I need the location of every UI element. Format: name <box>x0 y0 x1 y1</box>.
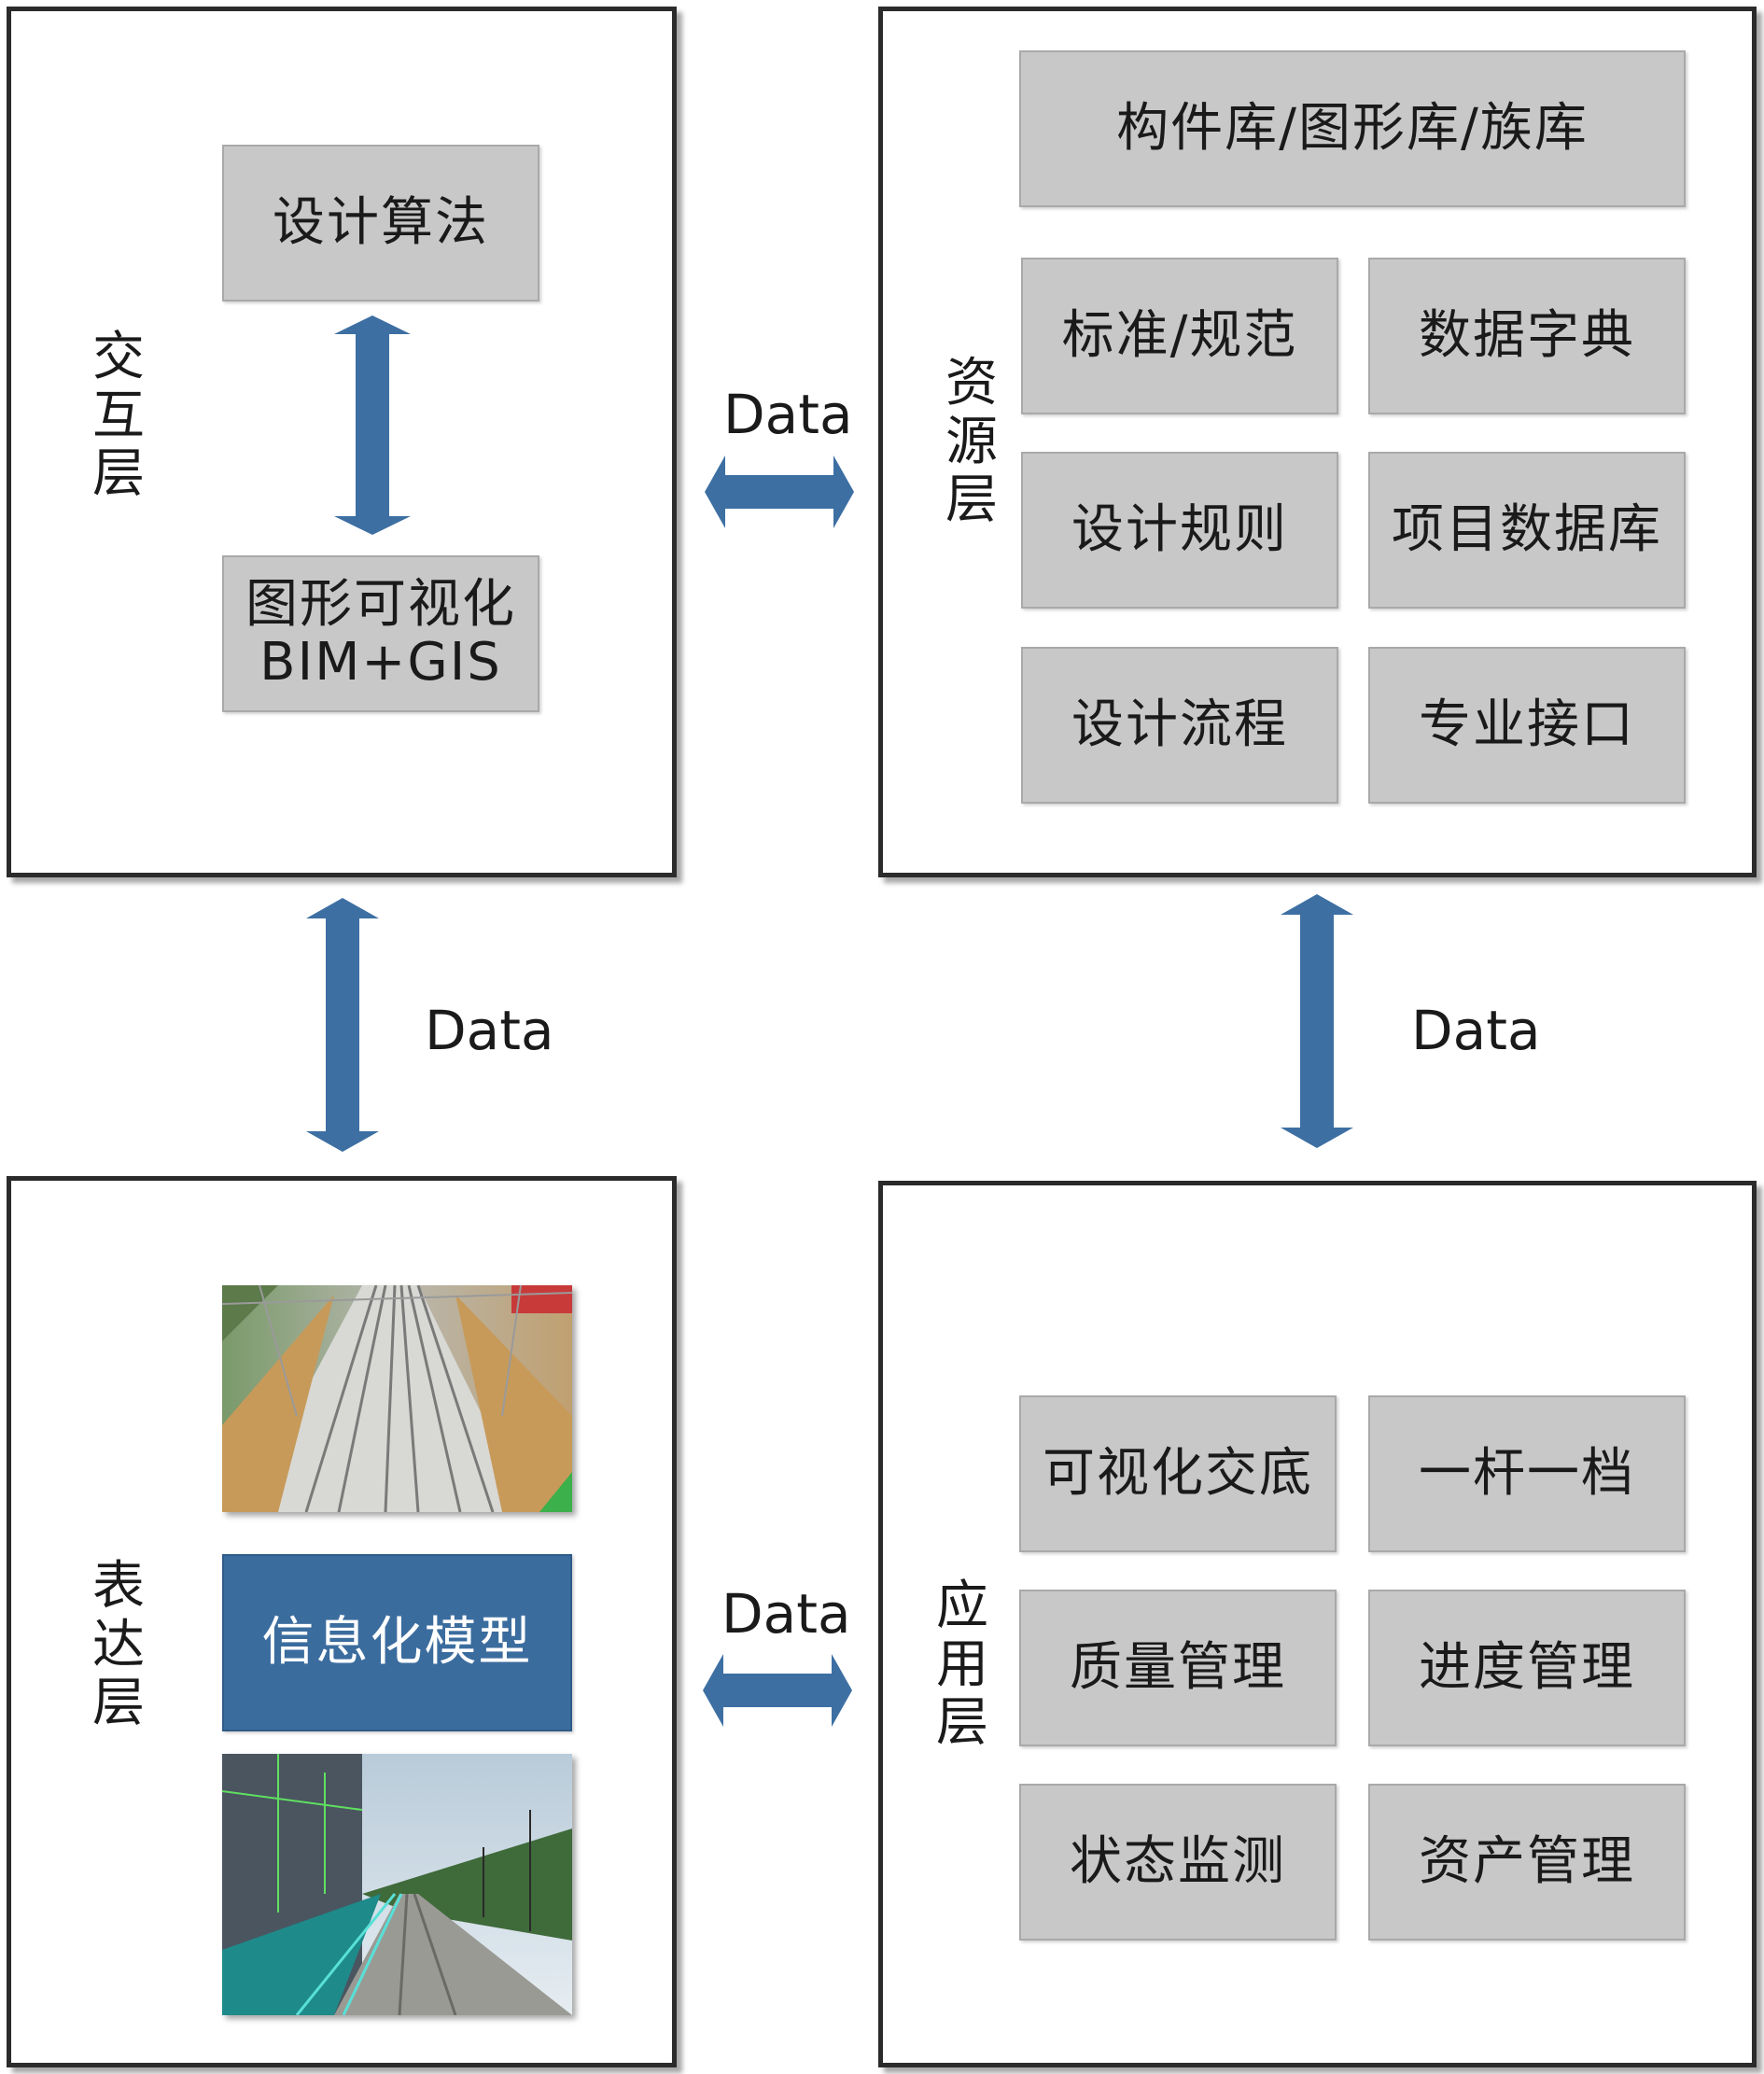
algorithm-visualization-arrow <box>334 315 411 535</box>
data-label-bottom: Data <box>721 1582 851 1646</box>
data-label-top: Data <box>723 383 853 446</box>
graphic-visualization-box: 图形可视化 BIM+GIS <box>222 555 539 712</box>
interaction-layer-title: 交互层 <box>92 327 145 505</box>
resource-layer-title: 资源层 <box>945 353 998 531</box>
information-model-box: 信息化模型 <box>222 1554 572 1731</box>
resource-item-professional-interface: 专业接口 <box>1368 647 1686 804</box>
app-item-asset-management: 资产管理 <box>1368 1784 1686 1941</box>
app-item-status-monitoring: 状态监测 <box>1019 1784 1337 1941</box>
resource-layer-panel: 资源层 构件库/图形库/族库 标准/规范 数据字典 设计规则 项目数据库 设计流… <box>878 7 1757 877</box>
data-arrow-left <box>306 898 379 1152</box>
app-item-quality-management: 质量管理 <box>1019 1590 1337 1746</box>
app-item-visual-briefing: 可视化交底 <box>1019 1395 1337 1552</box>
expression-layer-panel: 表达层 信息化模型 <box>7 1176 677 2067</box>
resource-item-standards: 标准/规范 <box>1021 258 1338 414</box>
resource-item-design-rules: 设计规则 <box>1021 452 1338 609</box>
design-algorithm-box: 设计算法 <box>222 145 539 301</box>
interaction-layer-panel: 交互层 设计算法 图形可视化 BIM+GIS <box>7 7 677 877</box>
railway-model-drawing <box>222 1285 572 1512</box>
application-layer-title: 应用层 <box>936 1576 988 1754</box>
application-layer-panel: 应用层 可视化交底 一杆一档 质量管理 进度管理 状态监测 资产管理 <box>878 1181 1757 2067</box>
expression-layer-title: 表达层 <box>92 1556 145 1734</box>
data-arrow-top <box>705 455 854 528</box>
resource-item-data-dictionary: 数据字典 <box>1368 258 1686 414</box>
resource-item-design-process: 设计流程 <box>1021 647 1338 804</box>
data-label-right: Data <box>1411 999 1541 1062</box>
data-arrow-bottom <box>703 1654 852 1727</box>
component-library-box: 构件库/图形库/族库 <box>1019 50 1686 207</box>
resource-item-project-database: 项目数据库 <box>1368 452 1686 609</box>
railway-scene-drawing <box>222 1754 572 2015</box>
app-item-progress-management: 进度管理 <box>1368 1590 1686 1746</box>
data-label-left: Data <box>425 999 554 1062</box>
app-item-pole-archive: 一杆一档 <box>1368 1395 1686 1552</box>
railway-model-image <box>222 1285 572 1512</box>
data-arrow-right <box>1281 894 1353 1148</box>
railway-scene-image <box>222 1754 572 2015</box>
